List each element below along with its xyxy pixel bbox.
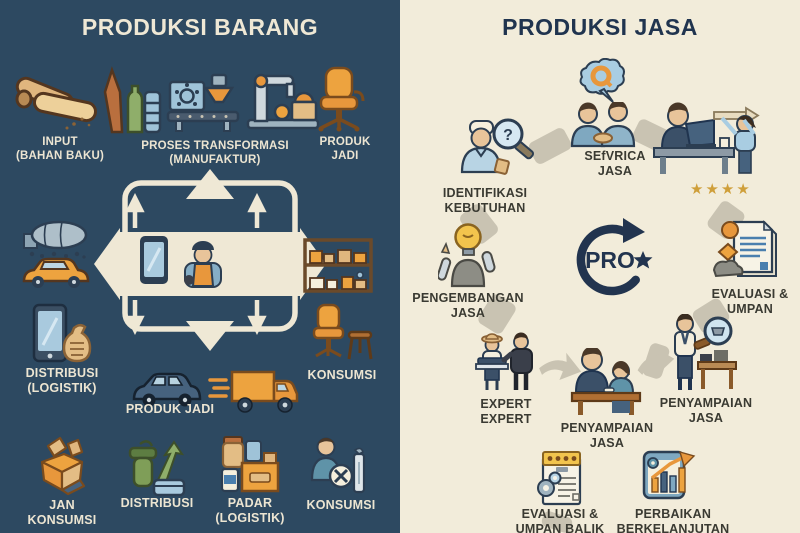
desk-review-icon — [653, 102, 760, 174]
label-produk-jadi-mid: PRODUK JADI — [125, 402, 215, 416]
delivery-truck-icon — [208, 370, 299, 413]
label-expert: EXPERT EXPERT — [480, 397, 532, 426]
robot-arm-icon — [246, 73, 320, 130]
worker-icon — [184, 241, 222, 288]
star-icon — [633, 251, 653, 269]
car-icon — [22, 257, 90, 288]
label-evaluasi-balik: EVALUASI & UMPAN BALIK — [515, 507, 605, 533]
smartphone-icon — [140, 236, 168, 284]
right-panel-title: PRODUKSI JASA — [502, 14, 698, 40]
idea-person-icon — [438, 223, 496, 288]
label-distribusi-logistik: DISTRIBUSI (LOGISTIK) — [25, 366, 99, 395]
distribution-pump-icon — [128, 440, 186, 497]
expert-pair-icon — [475, 332, 533, 390]
connector-arrow — [539, 352, 582, 380]
label-penyampaian-right: PENYAMPAIAN JASA — [659, 396, 753, 425]
conveyor-machine-icon — [166, 73, 240, 132]
feedback-document-icon — [712, 220, 777, 278]
label-input: INPUT (BAHAN BAKU) — [16, 136, 104, 162]
label-servica: SEfVRICA JASA — [584, 149, 646, 178]
wood-logs-icon — [15, 76, 98, 130]
left-panel-title: PRODUKSI BARANG — [81, 14, 319, 40]
jars-box-icon — [220, 436, 280, 493]
label-identifikasi: IDENTIFIKASI KEBUTUHAN — [442, 186, 528, 215]
label-konsumsi-bottom: KONSUMSI — [306, 498, 376, 512]
pro-label: PRO — [585, 247, 635, 273]
evaluation-report-icon — [537, 451, 582, 506]
tanker-truck-icon — [23, 220, 88, 259]
connector-arrow — [637, 347, 675, 375]
pro-cycle-icon: PRO — [576, 218, 653, 296]
label-perbaikan: PERBAIKAN BERKELANJUTAN — [616, 507, 730, 533]
flow-cycle-diagram — [94, 169, 326, 351]
label-penyampaian-center: PENYAMPAIAN JASA — [560, 421, 654, 450]
goods-production-panel: PRODUKSI BARANG — [0, 0, 400, 533]
storage-shelf-icon — [303, 238, 373, 293]
rating-stars: ★★★★ — [690, 180, 752, 198]
svg-text:?: ? — [503, 127, 513, 144]
consumer-bottle-icon — [310, 437, 366, 494]
label-evaluasi-umpan: EVALUASI & UMPAN — [711, 287, 789, 316]
service-team-icon — [570, 102, 636, 148]
label-padar-logistik: PADAR (LOGISTIK) — [215, 496, 285, 525]
label-jan-konsumsi: JAN KONSUMSI — [27, 498, 97, 527]
packages-icon — [40, 436, 86, 496]
service-desk-icon — [570, 348, 642, 415]
raw-containers-icon — [103, 66, 162, 134]
service-inspection-icon — [674, 314, 737, 390]
label-konsumsi-right: KONSUMSI — [307, 368, 377, 382]
label-distribusi: DISTRIBUSI — [120, 496, 194, 510]
sedan-icon — [132, 372, 202, 407]
label-produk-jadi-top: PRODUK JADI — [319, 136, 371, 162]
service-production-panel: PRODUKSI JASA — [400, 0, 800, 533]
chair-stool-icon — [312, 303, 373, 360]
inspector-magnifier-icon: ? — [460, 118, 535, 175]
office-chair-icon — [318, 66, 365, 132]
phone-sack-icon — [32, 303, 92, 363]
label-proses: PROSES TRANSFORMASI (MANUFAKTUR) — [141, 140, 289, 166]
improvement-chart-icon — [642, 450, 696, 500]
speech-bubble-icon — [579, 58, 625, 103]
label-pengembangan: PENGEMBANGAN JASA — [412, 291, 524, 320]
